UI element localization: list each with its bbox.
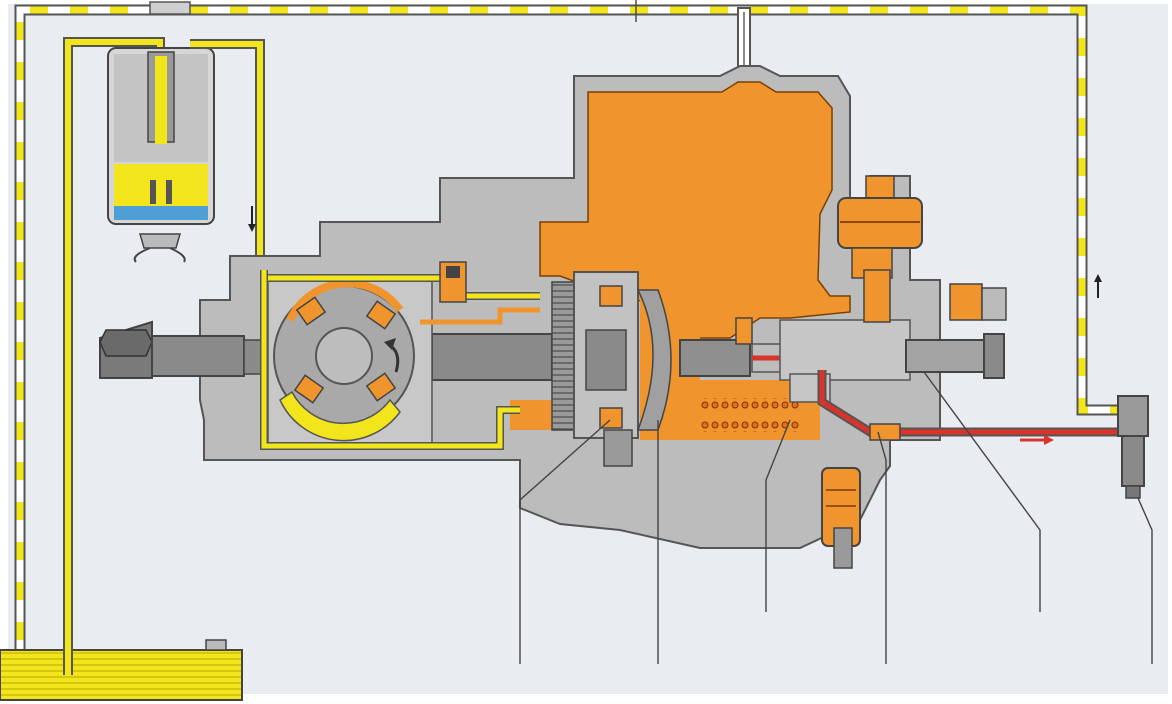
pressure-control-valve <box>439 261 467 303</box>
flow-arrow-right <box>1020 435 1054 445</box>
callout-lines <box>519 0 1153 664</box>
callout-line-3 <box>765 419 791 612</box>
callout-line-5 <box>923 371 1041 612</box>
cam-plate-assembly <box>551 271 672 467</box>
flow-arrow-down <box>248 206 256 232</box>
return-line <box>14 4 1118 680</box>
callout-line-6 <box>1137 497 1153 664</box>
distributor-head <box>779 319 1005 403</box>
control-collar-spring <box>700 398 800 432</box>
high-pressure-line <box>817 370 1118 441</box>
callout-line-4 <box>877 431 887 664</box>
solenoid-shutoff-valve <box>837 175 1007 323</box>
flow-arrow-up <box>1094 274 1102 298</box>
callout-line-1 <box>519 419 611 664</box>
fuel-filter <box>107 47 215 263</box>
timing-device <box>821 467 861 569</box>
fuel-tank <box>0 639 243 701</box>
injection-nozzle <box>1117 395 1149 499</box>
vane-supply-pump <box>267 277 433 445</box>
